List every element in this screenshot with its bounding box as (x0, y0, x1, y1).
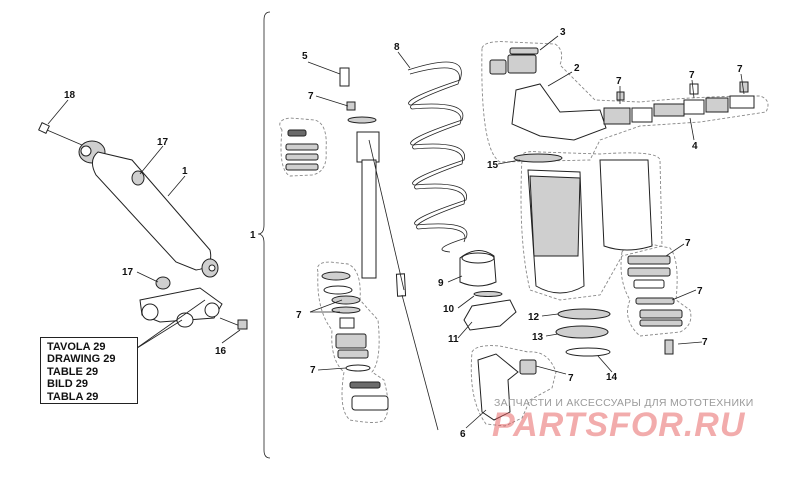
callout-7-a: 7 (308, 91, 314, 102)
linkage-lever (139, 287, 223, 323)
bushing-17-top (131, 170, 145, 186)
callout-9: 9 (438, 278, 444, 289)
callout-7-e: 7 (685, 238, 691, 249)
washer (347, 116, 377, 124)
title-line-bild: BILD 29 (47, 378, 88, 391)
boot (599, 159, 653, 251)
reservoir-top (489, 47, 755, 141)
title-line-table: TABLE 29 (47, 365, 99, 378)
group-outline-bottom (470, 345, 557, 427)
callout-7-c: 7 (689, 70, 695, 81)
ring-12 (557, 308, 611, 320)
ring-14 (565, 347, 611, 357)
seal-stack-right (627, 255, 683, 355)
callout-14: 14 (606, 372, 618, 383)
callout-7-h: 7 (296, 310, 302, 321)
ring-10 (473, 291, 503, 297)
callout-13: 13 (532, 332, 544, 343)
group-outline-center (520, 151, 663, 301)
spring-8 (407, 61, 468, 253)
ring-15 (513, 153, 563, 163)
reservoir-body (527, 159, 653, 294)
callout-7-g: 7 (702, 337, 708, 348)
callout-17-top: 17 (157, 137, 169, 148)
callout-8: 8 (394, 42, 400, 53)
bottom-eye-6 (477, 353, 519, 421)
watermark-caption: ЗАПЧАСТИ И АКСЕССУАРЫ ДЛЯ МОТОТЕХНИКИ (494, 397, 754, 409)
assembled-shock-absorber: 18 17 1 17 16 (38, 90, 248, 357)
callout-12: 12 (528, 312, 540, 323)
callout-10: 10 (443, 304, 455, 315)
callout-2: 2 (574, 63, 580, 74)
seal-stack-left-top (285, 129, 319, 171)
title-line-tabla: TABLA 29 (47, 390, 99, 403)
callout-3: 3 (560, 27, 566, 38)
drawing-title-block: TAVOLA 29 DRAWING 29 TABLE 29 BILD 29 TA… (40, 337, 138, 404)
assembly-bracket (257, 11, 271, 459)
bolt-18 (38, 122, 83, 146)
callout-7-j: 7 (568, 373, 574, 384)
nut-13 (555, 325, 609, 339)
group-outline-right (620, 243, 692, 337)
callout-4: 4 (692, 141, 698, 152)
pin-5 (339, 67, 350, 87)
seal-stack-left-bottom (321, 271, 389, 411)
shock-body (92, 151, 212, 271)
callout-18: 18 (64, 90, 76, 101)
callout-7-d: 7 (737, 64, 743, 75)
callout-15: 15 (487, 160, 499, 171)
callout-17-bottom: 17 (122, 267, 134, 278)
piston-rod (356, 131, 439, 431)
callout-7-f: 7 (697, 286, 703, 297)
ring-7-a (346, 101, 356, 111)
title-line-drawing: DRAWING 29 (47, 353, 116, 366)
callout-7-b: 7 (616, 76, 622, 87)
spring-seat-11 (463, 299, 517, 331)
callout-6: 6 (460, 429, 466, 440)
title-line-tavola: TAVOLA 29 (47, 341, 106, 353)
bolt-16 (219, 317, 248, 330)
nut-17 (155, 276, 171, 290)
callout-11: 11 (448, 334, 459, 345)
callout-7-i: 7 (310, 365, 316, 376)
reservoir-head-2 (511, 83, 607, 141)
callout-5: 5 (302, 51, 308, 62)
group-outline-left-top (279, 117, 327, 177)
watermark-brand: PARTSFOR.RU (492, 406, 746, 444)
callout-1-bracket: 1 (250, 230, 256, 241)
group-outline-left-bottom (317, 261, 389, 423)
callout-16: 16 (215, 346, 227, 357)
callout-1-main: 1 (182, 166, 188, 177)
